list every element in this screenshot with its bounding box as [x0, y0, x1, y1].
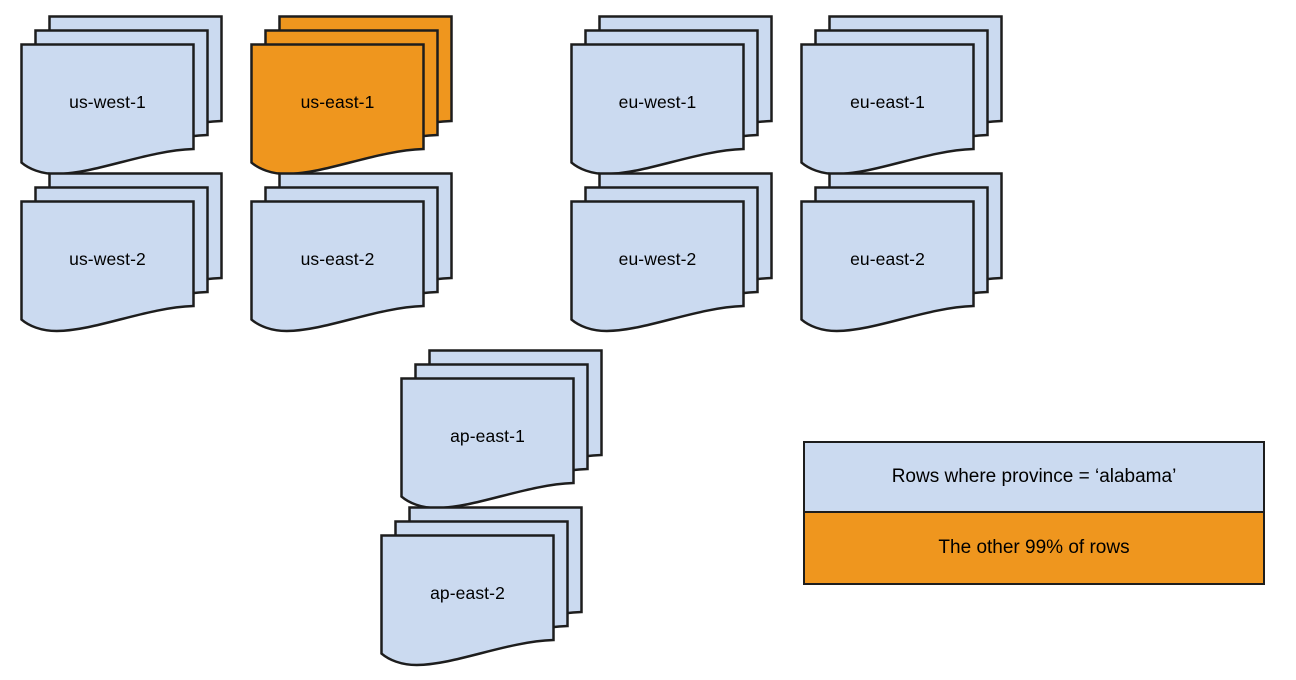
document-stack-shapes	[380, 506, 583, 667]
document-stack-shapes	[570, 172, 773, 333]
document-stack-us-east-2[interactable]: us-east-2	[250, 172, 482, 333]
document-stack-shapes	[250, 172, 453, 333]
document-sheet	[20, 200, 195, 333]
document-stack-us-west-1[interactable]: us-west-1	[20, 15, 252, 176]
document-stack-us-east-1[interactable]: us-east-1	[250, 15, 482, 176]
document-stack-shapes	[400, 349, 603, 510]
document-stack-shapes	[20, 15, 223, 176]
document-stack-eu-west-2[interactable]: eu-west-2	[570, 172, 802, 333]
legend: Rows where province = ‘alabama’ The other…	[803, 441, 1265, 585]
document-stack-eu-west-1[interactable]: eu-west-1	[570, 15, 802, 176]
document-stack-ap-east-2[interactable]: ap-east-2	[380, 506, 612, 667]
document-sheet	[250, 43, 425, 176]
document-sheet	[20, 43, 195, 176]
document-stack-shapes	[800, 172, 1003, 333]
document-sheet	[380, 534, 555, 667]
legend-item-label: Rows where province = ‘alabama’	[891, 466, 1177, 487]
legend-item-rows-alabama: Rows where province = ‘alabama’	[805, 443, 1263, 513]
document-stack-eu-east-1[interactable]: eu-east-1	[800, 15, 1032, 176]
document-sheet	[570, 200, 745, 333]
document-stack-shapes	[250, 15, 453, 176]
document-sheet	[800, 43, 975, 176]
legend-item-label: The other 99% of rows	[938, 537, 1130, 558]
document-stack-shapes	[20, 172, 223, 333]
document-sheet	[570, 43, 745, 176]
document-sheet	[800, 200, 975, 333]
document-stack-ap-east-1[interactable]: ap-east-1	[400, 349, 632, 510]
document-sheet	[250, 200, 425, 333]
document-stack-eu-east-2[interactable]: eu-east-2	[800, 172, 1032, 333]
document-sheet	[400, 377, 575, 510]
legend-item-other-rows: The other 99% of rows	[805, 513, 1263, 583]
document-stack-shapes	[800, 15, 1003, 176]
document-stack-shapes	[570, 15, 773, 176]
document-stack-us-west-2[interactable]: us-west-2	[20, 172, 252, 333]
